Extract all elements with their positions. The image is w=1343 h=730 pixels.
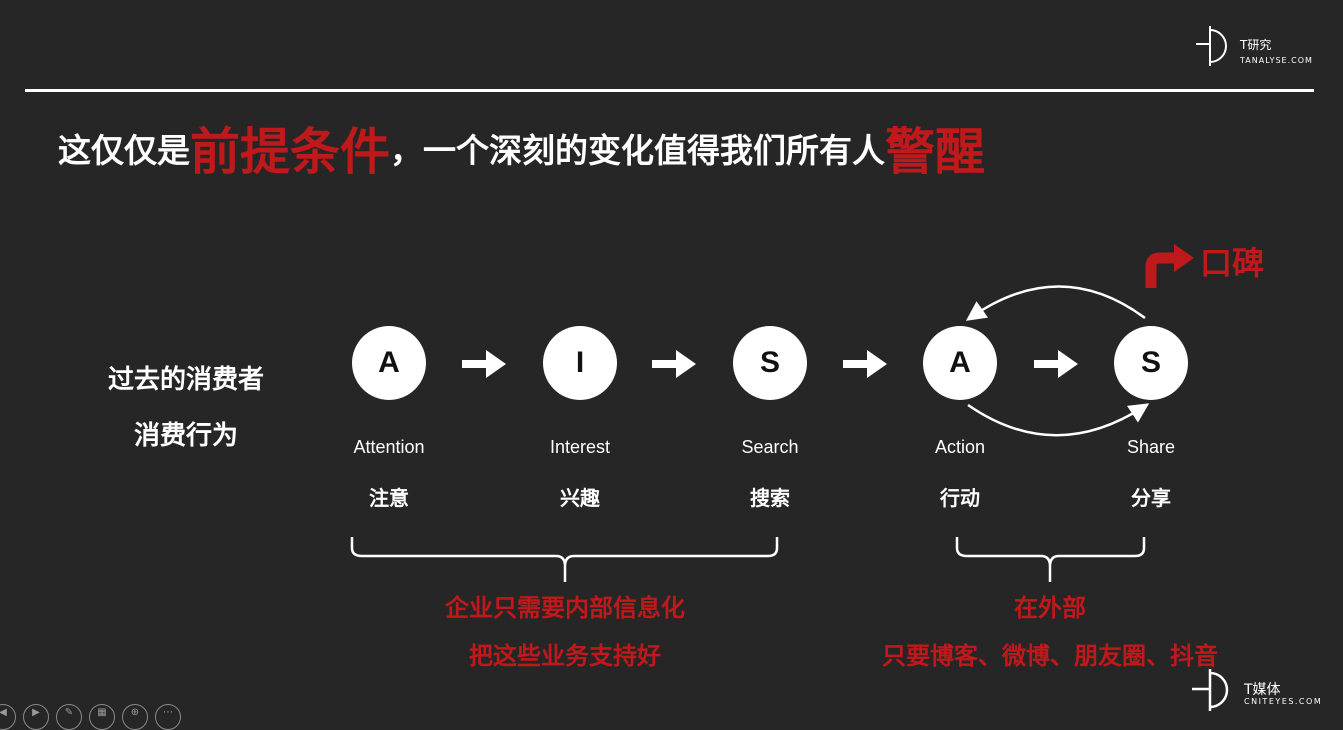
pen-icon[interactable]: ✎ [56,704,82,730]
arrow-right-icon [652,350,696,378]
logo-bottom-cn: T媒体 [1244,682,1281,698]
stage-en-search: Search [741,437,799,457]
slides-grid-icon[interactable]: ▦ [89,704,115,730]
logo-mark-icon [1196,26,1227,66]
stage-letter: S [759,346,780,379]
headline-highlight2: 警醒 [885,123,985,181]
zoom-icon[interactable]: ⊕ [122,704,148,730]
slide-headline: 这仅仅是 前提条件 ，一个深刻的变化值得我们所有人 警醒 [58,108,1258,188]
left-label-line1: 过去的消费者 [107,365,264,395]
stage-letter: I [575,346,585,379]
stage-cn-attention: 注意 [369,486,409,510]
presenter-controls: ◀ ▶ ✎ ▦ ⊕ ⋯ [0,704,181,730]
turn-arrow-icon [1145,244,1194,288]
previous-slide-icon[interactable]: ◀ [0,704,16,730]
stage-circle-share: S [1114,326,1188,400]
logo-top-cn: T研究 [1240,38,1272,52]
stage-en-action: Action [934,437,986,457]
group-left-line2: 把这些业务支持好 [469,642,661,670]
stage-cn-share: 分享 [1131,486,1171,510]
stage-en-share: Share [1126,437,1176,457]
stage-letter: A [949,346,971,379]
consumer-behavior-label: 过去的消费者 消费行为 [86,352,286,464]
arrow-right-icon [462,350,506,378]
group-left-line1: 企业只需要内部信息化 [445,594,685,622]
logo-cniteyes: T媒体 CNITEYES.COM [1192,665,1342,715]
logo-mark-icon [1192,669,1229,711]
word-of-mouth-label: 口碑 [1200,244,1265,282]
curved-arrow-icon [967,403,1150,437]
group-right-line2: 只要博客、微博、朋友圈、抖音 [882,642,1218,670]
brace-icon [350,537,779,582]
logo-top-en: TANALYSE.COM [1240,56,1313,65]
header-divider [25,89,1314,92]
logo-bottom-en: CNITEYES.COM [1244,697,1323,706]
logo-tanalyse: T研究 TANALYSE.COM [1196,22,1326,70]
brace-icon [955,537,1146,582]
headline-part1: 这仅仅是 [58,131,190,170]
stage-en-attention: Attention [353,437,425,457]
stage-circle-action: A [923,326,997,400]
group-right-line1: 在外部 [1014,594,1086,622]
next-slide-icon[interactable]: ▶ [23,704,49,730]
stage-cn-action: 行动 [940,486,980,510]
headline-highlight1: 前提条件 [190,123,390,181]
curved-arrow-icon [965,285,1146,321]
stage-cn-interest: 兴趣 [560,486,600,510]
stage-circle-search: S [733,326,807,400]
headline-part2: ，一个深刻的变化值得我们所有人 [390,131,885,170]
stage-letter: S [1140,346,1161,379]
arrow-right-icon [843,350,887,378]
arrow-right-icon [1034,350,1078,378]
left-label-line2: 消费行为 [133,421,238,451]
stage-en-interest: Interest [549,437,611,457]
stage-letter: A [378,346,400,379]
stage-circle-interest: I [543,326,617,400]
stage-circle-attention: A [352,326,426,400]
more-options-icon[interactable]: ⋯ [155,704,181,730]
stage-cn-search: 搜索 [750,486,790,510]
